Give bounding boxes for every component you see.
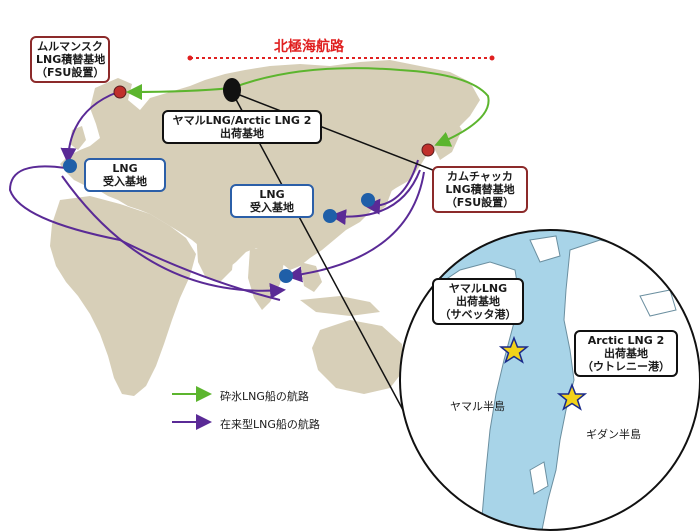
- yamal-lng-port-label: ヤマルLNG 出荷基地 （サベッタ港）: [432, 278, 524, 325]
- lng-terminal-sea-marker[interactable]: [279, 269, 293, 283]
- legend-conventional: 在来型LNG船の航路: [220, 418, 320, 431]
- markers: [63, 78, 435, 283]
- lng-terminal-china-marker[interactable]: [323, 209, 337, 223]
- lng-terminal-europe-marker[interactable]: [63, 159, 77, 173]
- lng-terminal-asia-label: LNG 受入基地: [230, 184, 314, 218]
- northern-sea-route-line: [187, 55, 495, 61]
- legend-arrows: [172, 386, 212, 430]
- icebreaker-routes: [126, 67, 490, 147]
- kamchatka-fsu-marker[interactable]: [421, 143, 435, 157]
- sabetta-port-star[interactable]: [498, 335, 530, 364]
- gydan-peninsula-label: ギダン半島: [586, 428, 641, 441]
- conventional-routes: [8, 91, 425, 301]
- inset-map: [399, 229, 700, 531]
- northern-sea-route-title: 北極海航路: [274, 39, 344, 55]
- lng-terminal-korea-marker[interactable]: [361, 193, 375, 207]
- murmansk-label: ムルマンスク LNG積替基地 （FSU設置）: [30, 36, 110, 83]
- lng-terminal-europe-label: LNG 受入基地: [84, 158, 166, 192]
- kamchatka-label: カムチャッカ LNG積替基地 （FSU設置）: [432, 166, 528, 213]
- arctic-lng2-port-label: Arctic LNG 2 出荷基地 （ウトレニー港）: [574, 330, 678, 377]
- yamal-arctic-shipping-label: ヤマルLNG/Arctic LNG 2 出荷基地: [162, 110, 322, 144]
- murmansk-fsu-marker[interactable]: [113, 85, 127, 99]
- legend-icebreaker: 砕氷LNG船の航路: [220, 390, 309, 403]
- yamal-shipping-marker[interactable]: [223, 78, 241, 102]
- yamal-peninsula-label: ヤマル半島: [450, 400, 505, 413]
- utrenneye-port-star[interactable]: [556, 382, 588, 411]
